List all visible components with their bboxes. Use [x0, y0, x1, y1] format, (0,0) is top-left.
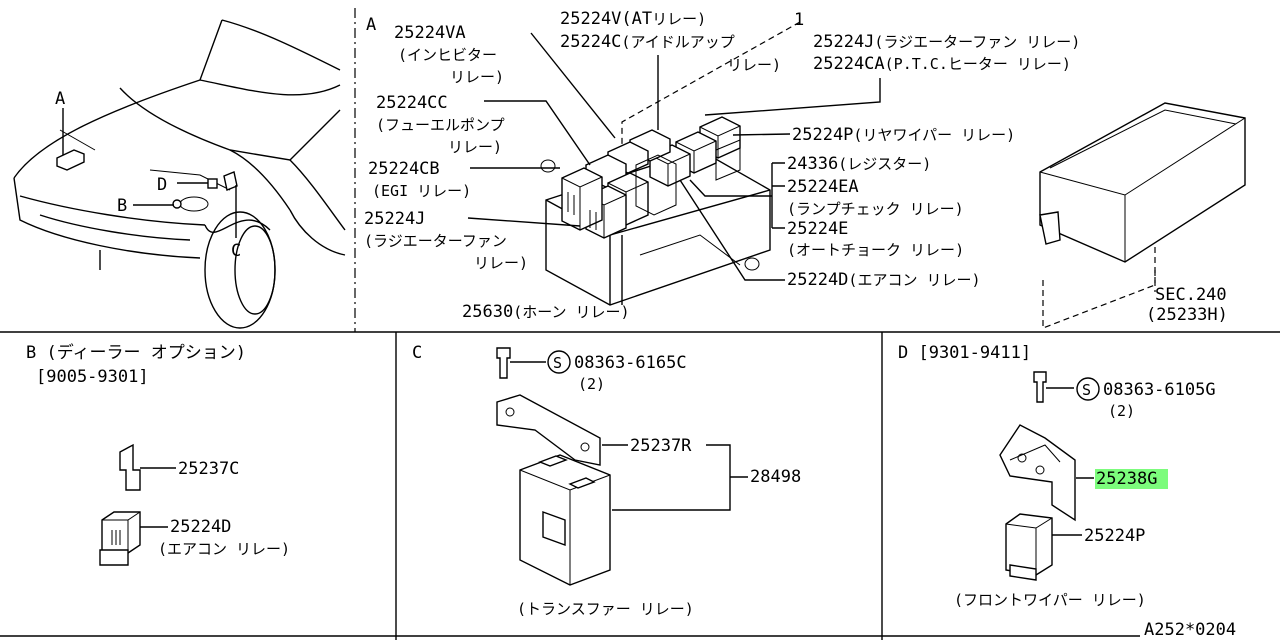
car-label-b: B — [117, 196, 127, 216]
panel-d-title: D [9301-9411] — [898, 343, 1031, 363]
panel-b: B (ディーラー オプション) [9005-9301] 25237C 25224… — [26, 342, 290, 566]
diagram-ref: A252*0204 — [1144, 620, 1236, 640]
relay-block-assembly: A 1 — [364, 9, 1080, 322]
component-b-marker — [172, 199, 182, 209]
panel-b-part-25237c: 25237C — [178, 459, 239, 479]
label-25224e-desc: (オートチョーク リレー) — [787, 241, 964, 259]
label-25224c: 25224C(アイドルアップ — [560, 32, 735, 52]
bracket-25238g — [999, 424, 1076, 522]
panel-b-part-25224d-desc: (エアコン リレー) — [158, 540, 290, 558]
label-25224j-desc2: リレー) — [474, 254, 528, 272]
cover-part: (25233H) — [1146, 305, 1228, 325]
callout-1: 1 — [794, 10, 804, 30]
panel-d-part-25224p: 25224P — [1084, 526, 1145, 546]
label-25224cc-desc2: リレー) — [448, 138, 502, 156]
label-25224ea: 25224EA — [787, 177, 859, 197]
label-25224c-desc2: リレー) — [727, 56, 781, 74]
panel-d-bolt-part: 08363-6105G — [1103, 380, 1216, 400]
panel-c-bolt-symbol: S — [553, 354, 562, 372]
highlight-25238 — [1095, 469, 1168, 489]
bolt-icon — [496, 347, 511, 379]
panel-c-part-25237r: 25237R — [630, 436, 692, 456]
car-label-d: D — [157, 175, 167, 195]
relay-25224p — [1005, 513, 1053, 576]
label-25224va-desc2: リレー) — [450, 68, 504, 86]
car-illustration: A D B C — [13, 19, 346, 329]
label-25224cb-desc: (EGI リレー) — [372, 182, 471, 200]
component-c-marker — [223, 171, 238, 191]
component-d-marker — [207, 178, 218, 189]
cover-sec: SEC.240 — [1155, 285, 1227, 305]
car-label-c: C — [231, 241, 241, 261]
label-25224ca: 25224CA(P.T.C.ヒーター リレー) — [813, 54, 1071, 74]
label-25224cc-desc: (フューエルポンプ — [376, 116, 505, 134]
car-label-a: A — [55, 89, 65, 109]
label-25224j: 25224J — [364, 209, 425, 229]
panel-b-title: B (ディーラー オプション) — [26, 342, 246, 363]
relay-cubes — [561, 116, 741, 239]
panel-c-part-28498: 28498 — [750, 467, 801, 487]
panel-c-title: C — [412, 343, 422, 363]
panel-d-caption: (フロントワイパー リレー) — [954, 591, 1146, 609]
bracket-25237r — [496, 394, 601, 466]
callout-1-line — [621, 21, 801, 145]
bolt-icon-d — [1033, 371, 1047, 403]
frame — [0, 8, 1280, 640]
panel-c: C S 08363-6165C (2) 25237R 28498 (トランスファ… — [412, 343, 801, 618]
label-25224d: 25224D(エアコン リレー) — [787, 270, 981, 290]
label-25224e: 25224E — [787, 219, 848, 239]
panel-d: D [9301-9411] S 08363-6105G (2) 25238G 2… — [898, 343, 1216, 609]
label-25224ea-desc: (ランプチェック リレー) — [787, 200, 964, 218]
section-a-label: A — [366, 15, 376, 35]
panel-c-caption: (トランスファー リレー) — [517, 600, 694, 618]
label-25224cc: 25224CC — [376, 93, 448, 113]
component-a-marker — [56, 149, 85, 171]
label-25630: 25630(ホーン リレー) — [462, 302, 630, 322]
panel-c-bolt-part: 08363-6165C — [574, 353, 687, 373]
panel-d-bolt-qty: (2) — [1108, 402, 1135, 420]
label-25224v-at: 25224V(ATリレー) — [560, 9, 706, 29]
panel-b-part-25224d: 25224D — [170, 517, 231, 537]
label-25224cb: 25224CB — [368, 159, 440, 179]
spec-s-icon — [547, 350, 571, 374]
label-24336: 24336(レジスター) — [787, 154, 931, 174]
label-25224j-top: 25224J(ラジエーターファン リレー) — [813, 32, 1080, 52]
panel-d-bolt-symbol: S — [1082, 381, 1091, 399]
label-25224va: 25224VA — [394, 23, 466, 43]
panel-b-date-range: [9005-9301] — [36, 367, 149, 387]
label-25224va-desc: (インヒビター — [398, 46, 497, 64]
spec-s-icon-d — [1076, 377, 1100, 401]
bracket-25237c — [119, 443, 141, 491]
label-25224j-desc: (ラジエーターファン — [364, 232, 507, 250]
panel-c-bolt-qty: (2) — [578, 375, 605, 393]
label-25224p: 25224P(リヤワイパー リレー) — [792, 125, 1015, 145]
panel-d-bracket-part: 25238G — [1096, 469, 1157, 489]
relay-25224d — [101, 511, 141, 554]
relay-box-cover: SEC.240 (25233H) — [1039, 102, 1246, 329]
